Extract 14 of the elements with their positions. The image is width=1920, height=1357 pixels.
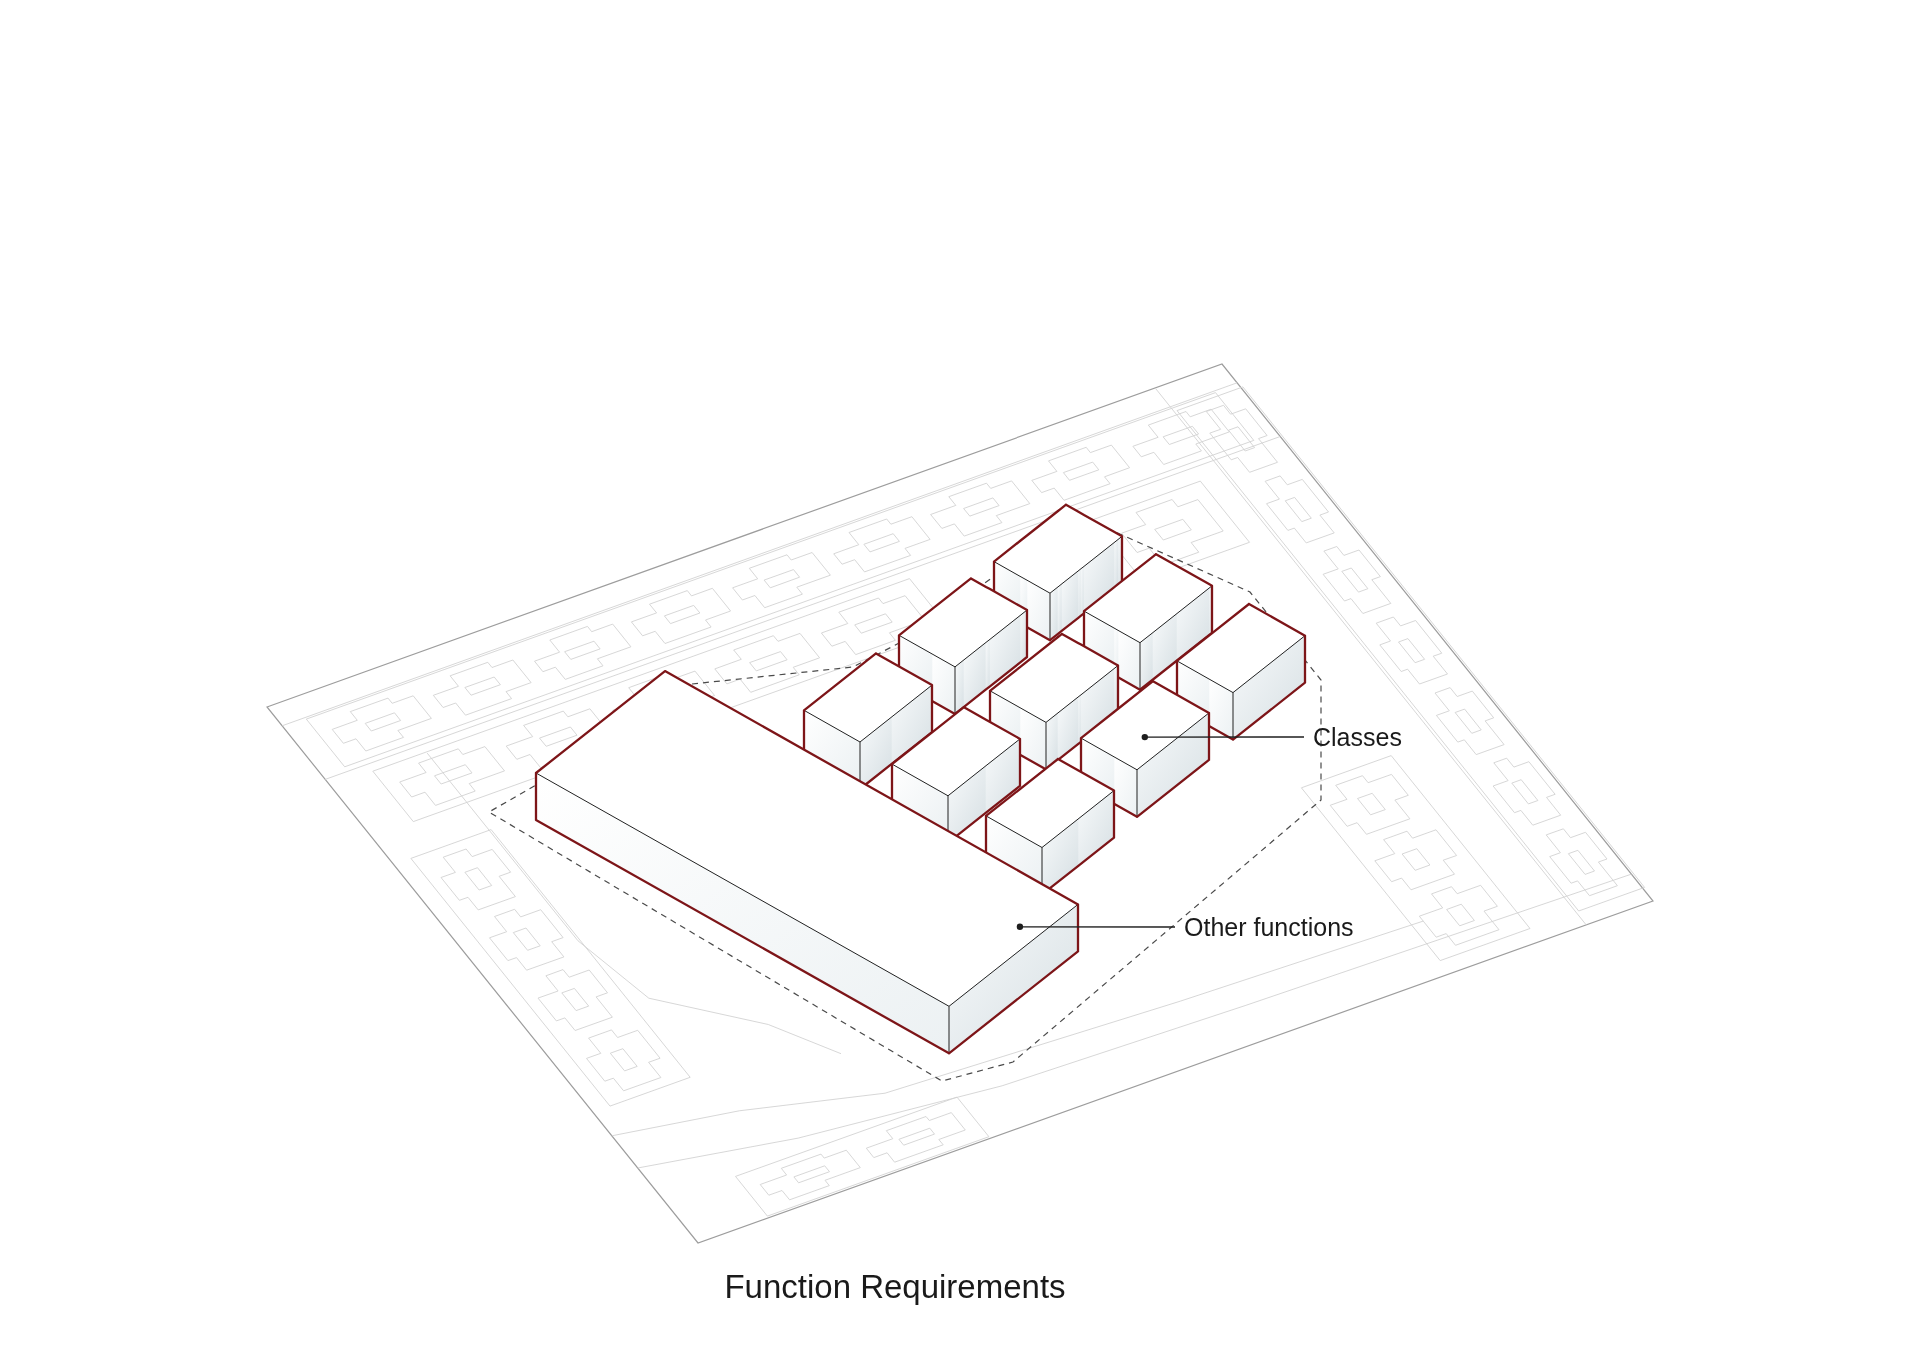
class-block — [802, 652, 934, 786]
leader-line — [1016, 923, 1176, 930]
class-block — [988, 632, 1120, 771]
leader-line — [1141, 733, 1305, 741]
class-block — [890, 706, 1022, 838]
class-block — [897, 577, 1029, 716]
class-block — [1079, 680, 1211, 818]
callout-label: Other functions — [1175, 912, 1354, 942]
caption: Function Requirements — [724, 1267, 1066, 1307]
class-block — [1175, 602, 1307, 741]
class-block — [984, 757, 1116, 890]
callout-label: Classes — [1304, 722, 1402, 752]
class-block — [1082, 553, 1214, 691]
building-block — [534, 669, 1080, 1055]
